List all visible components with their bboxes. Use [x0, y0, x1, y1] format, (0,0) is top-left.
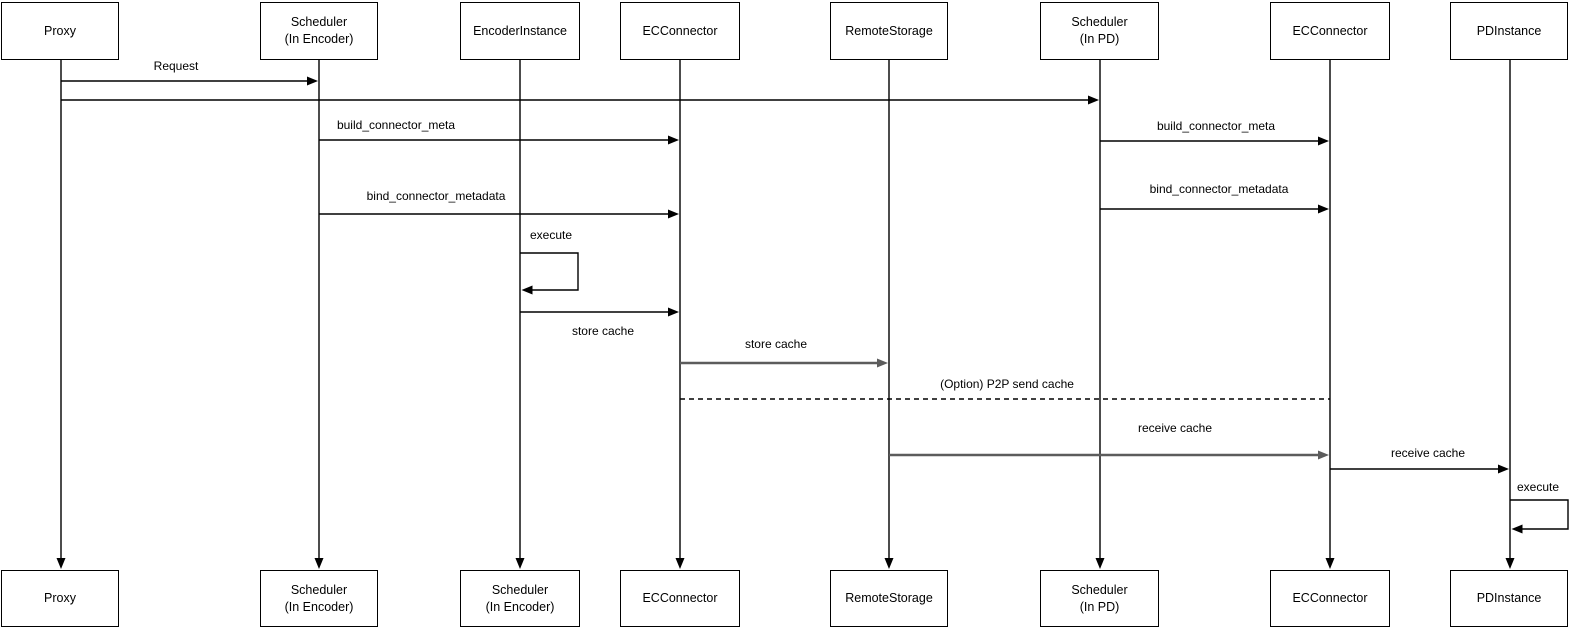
lifeline-arrowhead-ec-connector-encoder	[675, 558, 685, 569]
message-arrowhead-build-connector-meta-pd	[1318, 136, 1329, 146]
message-arrowhead-bind-connector-metadata-encoder	[668, 209, 679, 219]
message-label-encoder-store-cache: store cache	[569, 324, 637, 338]
message-arrowhead-proxy-to-scheduler-pd	[1088, 95, 1099, 105]
actor-box-top-encoder-instance: EncoderInstance	[460, 2, 580, 60]
actor-box-bottom-encoder-instance: Scheduler (In Encoder)	[460, 570, 580, 627]
message-label-bind-connector-metadata-encoder: bind_connector_metadata	[364, 189, 508, 203]
actor-box-bottom-remote-storage: RemoteStorage	[830, 570, 948, 627]
self-arrowhead-execute-pd	[1511, 524, 1523, 534]
lifeline-arrowhead-proxy	[56, 558, 66, 569]
lifeline-arrowhead-pd-instance	[1505, 558, 1515, 569]
actor-box-bottom-pd-instance: PDInstance	[1450, 570, 1568, 627]
actor-box-top-pd-instance: PDInstance	[1450, 2, 1568, 60]
actor-box-top-ec-connector-pd: ECConnector	[1270, 2, 1390, 60]
actor-box-top-ec-connector-encoder: ECConnector	[620, 2, 740, 60]
message-arrowhead-receive-cache-pd	[1498, 464, 1509, 474]
actor-box-bottom-scheduler-in-encoder: Scheduler (In Encoder)	[260, 570, 378, 627]
message-arrowhead-request	[307, 76, 318, 86]
message-label-execute-encoder: execute	[527, 228, 575, 242]
message-label-build-connector-meta-pd: build_connector_meta	[1154, 119, 1278, 133]
message-arrowhead-bind-connector-metadata-pd	[1318, 204, 1329, 214]
actor-box-top-remote-storage: RemoteStorage	[830, 2, 948, 60]
self-message-execute-encoder	[520, 252, 579, 291]
actor-box-bottom-ec-connector-pd: ECConnector	[1270, 570, 1390, 627]
actor-box-top-proxy: Proxy	[1, 2, 119, 60]
message-label-request: Request	[151, 59, 201, 73]
message-label-build-connector-meta-encoder: build_connector_meta	[334, 118, 458, 132]
message-label-receive-cache-pd: receive cache	[1388, 446, 1468, 460]
message-label-p2p-send-cache: (Option) P2P send cache	[938, 377, 1076, 391]
message-arrowhead-encoder-store-cache	[668, 307, 679, 317]
actor-box-bottom-scheduler-in-pd: Scheduler (In PD)	[1040, 570, 1159, 627]
lifeline-arrowhead-scheduler-in-pd	[1095, 558, 1105, 569]
self-arrowhead-execute-encoder	[521, 285, 533, 295]
lifeline-arrowhead-encoder-instance	[515, 558, 525, 569]
actor-box-top-scheduler-in-encoder: Scheduler (In Encoder)	[260, 2, 378, 60]
message-label-receive-cache-remote: receive cache	[1135, 421, 1215, 435]
message-label-execute-pd: execute	[1514, 480, 1562, 494]
lifeline-arrowhead-scheduler-in-encoder	[314, 558, 324, 569]
message-arrowhead-receive-cache-remote	[1318, 450, 1329, 460]
message-label-store-cache-remote: store cache	[742, 337, 810, 351]
actor-box-top-scheduler-in-pd: Scheduler (In PD)	[1040, 2, 1159, 60]
actor-box-bottom-ec-connector-encoder: ECConnector	[620, 570, 740, 627]
self-message-execute-pd	[1510, 499, 1569, 530]
actor-box-bottom-proxy: Proxy	[1, 570, 119, 627]
message-label-bind-connector-metadata-pd: bind_connector_metadata	[1147, 182, 1291, 196]
message-arrowhead-build-connector-meta-encoder	[668, 135, 679, 145]
lifeline-arrowhead-ec-connector-pd	[1325, 558, 1335, 569]
lifeline-arrowhead-remote-storage	[884, 558, 894, 569]
message-arrowhead-store-cache-remote	[877, 358, 888, 368]
